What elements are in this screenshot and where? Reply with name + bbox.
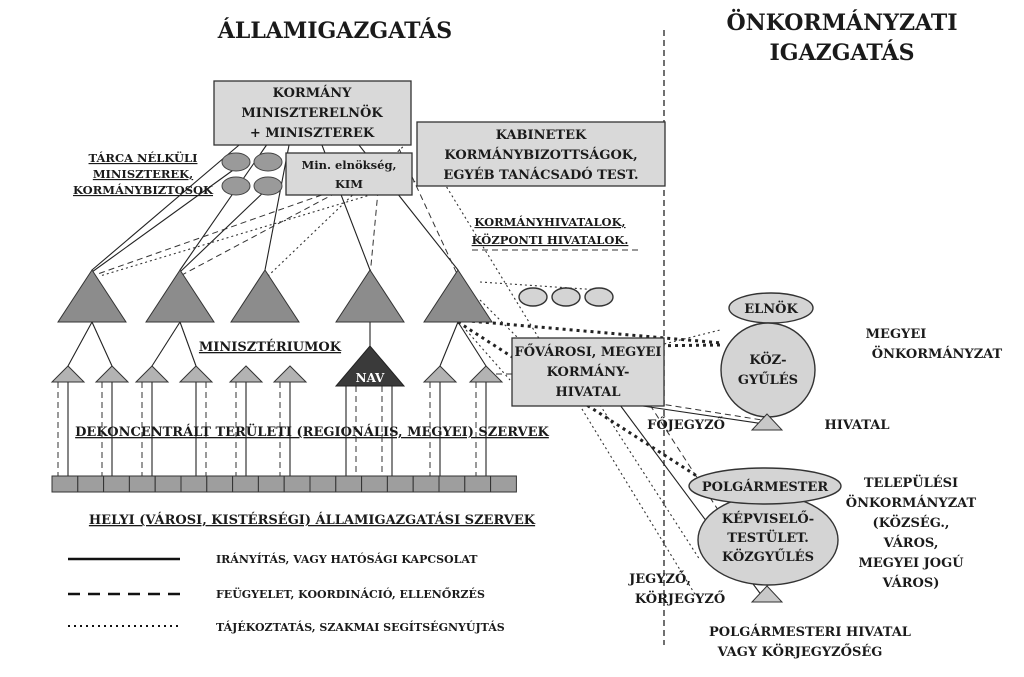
deconcentrated-triangles — [50, 365, 504, 383]
elnok-label: ELNÖK — [744, 300, 798, 317]
telepulesi-title-line2: ÖNKORMÁNYZAT — [846, 494, 977, 511]
local-office-cell — [386, 475, 414, 493]
local-office-cell — [309, 475, 337, 493]
hivatal-triangle — [750, 413, 784, 431]
polgarmester-ellipse — [688, 467, 842, 505]
fojegyzo-label: FŐJEGYZŐ — [647, 417, 725, 433]
fovarosi-line2: KORMÁNY- — [547, 364, 630, 380]
local-office-cell — [232, 475, 259, 493]
min-elnokseg-line1: Min. elnökség, — [302, 158, 397, 172]
polgarmesteri-hivatal-triangle — [750, 585, 784, 603]
local-office-cell — [335, 475, 363, 493]
kabinetek-line2: KORMÁNYBIZOTTSÁGOK, — [444, 147, 637, 163]
nav-triangle: NAV — [334, 345, 406, 387]
telepulesi-title-line4: VÁROS, — [883, 535, 939, 551]
megyei-title-line1: MEGYEI — [866, 327, 927, 342]
title-onkormanyzati-line2: IGAZGATÁS — [770, 39, 915, 66]
kt-line1: KÉPVISELŐ- — [722, 511, 814, 527]
telepulesi-title-line6: VÁROS) — [882, 575, 940, 591]
tarca-nelkuli-label: TÁRCA NÉLKÜLI MINISZTEREK, KORMÁNYBIZTOS… — [73, 151, 214, 197]
fovarosi-line3: HIVATAL — [555, 385, 620, 400]
fovarosi-line1: FŐVÁROSI, MEGYEI — [514, 344, 661, 360]
kozgyules-circle — [720, 322, 816, 418]
kormany-line3: + MINISZTEREK — [250, 126, 375, 141]
local-office-cell — [438, 475, 466, 493]
kormanyhivatalok-label: KORMÁNYHIVATALOK, KÖZPONTI HIVATALOK. — [472, 215, 629, 247]
governance-dashed-lines — [57, 139, 771, 591]
kormany-line1: KORMÁNY — [273, 85, 352, 101]
legend-dashed-label: FEÜGYELET, KOORDINÁCIÓ, ELLENŐRZÉS — [216, 587, 485, 601]
legend: IRÁNYÍTÁS, VAGY HATÓSÁGI KAPCSOLAT FEÜGY… — [68, 552, 505, 634]
ministry-triangles — [57, 269, 493, 323]
min-elnokseg-box: Min. elnökség, KIM — [285, 152, 413, 196]
local-office-cell — [464, 475, 492, 493]
megyei-hivatal-label: HIVATAL — [824, 418, 889, 433]
svg-text:KÖZPONTI HIVATALOK.: KÖZPONTI HIVATALOK. — [472, 233, 629, 247]
svg-text:MINISZTEREK,: MINISZTEREK, — [93, 167, 193, 181]
svg-text:KORMÁNYHIVATALOK,: KORMÁNYHIVATALOK, — [474, 215, 625, 229]
fovarosi-kormanyhivatal-box: FŐVÁROSI, MEGYEI KORMÁNY- HIVATAL — [511, 337, 665, 407]
megyei-title-line2: ÖNKORMÁNYZAT — [872, 345, 1003, 362]
local-office-cell — [128, 475, 156, 493]
dekoncentralt-label: DEKONCENTRÁLT TERÜLETI (REGIONÁLIS, MEGY… — [75, 423, 549, 440]
title-allamigazgatas: ÁLLAMIGAZGATÁS — [217, 17, 452, 44]
local-office-cell — [412, 475, 440, 493]
polgarmesteri-hivatal-line2: VAGY KÖRJEGYZŐSÉG — [717, 643, 883, 660]
min-elnokseg-line2: KIM — [335, 177, 363, 191]
kabinetek-box: KABINETEK KORMÁNYBIZOTTSÁGOK, EGYÉB TANÁ… — [416, 121, 666, 187]
kozgyules-line1: KÖZ- — [749, 351, 786, 368]
jegyzo-line1: JEGYZŐ, — [628, 571, 691, 587]
kozgyules-line2: GYŰLÉS — [738, 372, 798, 388]
local-office-cell — [180, 475, 208, 493]
local-offices-bar — [51, 475, 517, 493]
local-office-cell — [490, 475, 517, 493]
local-office-cell — [154, 475, 182, 493]
kabinetek-line1: KABINETEK — [496, 128, 587, 143]
local-office-cell — [103, 475, 130, 493]
telepulesi-onkormanyzat: POLGÁRMESTER KÉPVISELŐ- TESTÜLET. KÖZGYŰ… — [628, 467, 977, 660]
polgarmesteri-hivatal-line1: POLGÁRMESTERI HIVATAL — [709, 624, 911, 640]
central-office-ellipses — [518, 287, 614, 307]
local-office-cell — [77, 475, 105, 493]
legend-solid-label: IRÁNYÍTÁS, VAGY HATÓSÁGI KAPCSOLAT — [216, 552, 478, 566]
kabinetek-line3: EGYÉB TANÁCSADÓ TEST. — [443, 166, 638, 183]
helyi-label: HELYI (VÁROSI, KISTÉRSÉGI) ÁLLAMIGAZGATÁ… — [89, 512, 536, 528]
local-office-cell — [257, 475, 285, 493]
local-office-cell — [283, 475, 311, 493]
legend-dotted-label: TÁJÉKOZTATÁS, SZAKMAI SEGÍTSÉGNYÚJTÁS — [216, 620, 505, 634]
nav-label: NAV — [356, 371, 385, 385]
svg-text:TÁRCA NÉLKÜLI: TÁRCA NÉLKÜLI — [89, 151, 198, 165]
svg-text:KORMÁNYBIZTOSOK: KORMÁNYBIZTOSOK — [73, 183, 214, 197]
megyei-onkormanyzat: ELNÖK KÖZ- GYŰLÉS FŐJEGYZŐ HIVATAL MEGYE… — [647, 292, 1003, 433]
local-office-cell — [51, 475, 79, 493]
kormany-box: KORMÁNY MINISZTERELNÖK + MINISZTEREK — [213, 80, 412, 146]
jegyzo-line2: KÖRJEGYZŐ — [635, 590, 725, 607]
kt-line2: TESTÜLET. — [727, 529, 809, 546]
local-office-cell — [206, 475, 234, 493]
telepulesi-title-line3: (KÖZSÉG., — [873, 514, 950, 531]
governance-dotted-lines — [99, 139, 723, 597]
miniszteriumok-label: MINISZTÉRIUMOK — [199, 339, 342, 355]
tarca-nelkuli-ellipses — [221, 152, 283, 196]
title-onkormanyzati-line1: ÖNKORMÁNYZATI — [726, 8, 957, 36]
kt-line3: KÖZGYŰLÉS — [722, 548, 814, 565]
governance-solid-lines — [67, 139, 765, 597]
telepulesi-title-line1: TELEPÜLÉSI — [864, 474, 958, 491]
polgarmester-label: POLGÁRMESTER — [702, 479, 829, 495]
telepulesi-title-line5: MEGYEI JOGÚ — [858, 554, 964, 571]
local-office-cell — [361, 475, 388, 493]
kormany-line2: MINISZTERELNÖK — [241, 104, 383, 121]
